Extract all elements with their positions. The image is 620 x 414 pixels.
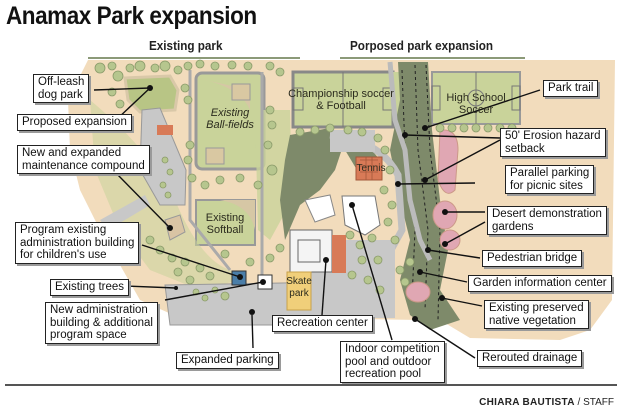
callout-desert-gardens: Desert demonstration gardens: [487, 206, 607, 235]
callout-line: dog park: [38, 88, 83, 101]
leader-lines: [93, 87, 541, 359]
callout-line: Off-leash: [38, 76, 85, 88]
tennis-label: Tennis: [356, 163, 386, 174]
callout-line: New administration: [50, 304, 148, 316]
callout-line: maintenance compound: [22, 159, 145, 172]
callout-line: Indoor competition: [345, 343, 440, 355]
callout-line: administration building: [20, 236, 135, 249]
desert-garden-3: [439, 229, 461, 251]
callout-line: gardens: [492, 220, 534, 233]
native-vegetation-center: [280, 128, 345, 240]
skate-park: [286, 271, 312, 311]
leader-dots: [147, 85, 448, 322]
callout-drainage: Rerouted drainage: [477, 350, 583, 367]
callout-expanded-parking: Expanded parking: [176, 352, 279, 369]
bottom-rule: [5, 384, 617, 386]
existing-trees: [94, 59, 517, 302]
softball-label: Existing Softball: [205, 212, 245, 236]
callout-line: setback: [505, 142, 545, 155]
callout-park-trail: Park trail: [543, 80, 599, 97]
dog-park-area: [123, 74, 180, 114]
credit-role: STAFF: [583, 397, 614, 408]
callout-line: Desert demonstration: [492, 208, 602, 220]
park-road: [387, 61, 433, 262]
callout-garden-info: Garden information center: [468, 275, 612, 292]
admin-existing-building: [164, 214, 186, 241]
callout-line: recreation pool: [345, 368, 422, 380]
callout-line: native vegetation: [489, 314, 576, 327]
high-school-label: High School Soccer: [446, 92, 506, 116]
callout-line: 50' Erosion hazard: [505, 130, 601, 142]
callout-line: Existing preserved: [489, 302, 584, 314]
credit-line: CHIARA BAUTISTA / STAFF: [479, 397, 614, 408]
championship-label: Championship soccer & Football: [288, 88, 394, 112]
callout-pedestrian-bridge: Pedestrian bridge: [482, 250, 583, 267]
callout-pool: Indoor competition pool and outdoor recr…: [340, 341, 445, 383]
tennis-courts: [355, 156, 383, 181]
desert-garden-4: [405, 281, 431, 303]
section-heading-proposed: Porposed park expansion: [350, 38, 494, 53]
callout-line: Program existing: [20, 224, 107, 236]
callout-line: for picnic sites: [510, 179, 583, 192]
callout-line: Parallel parking: [510, 167, 590, 179]
callout-parallel-parking: Parallel parking for picnic sites: [505, 165, 595, 194]
callout-native-veg: Existing preserved native vegetation: [484, 300, 589, 329]
credit-separator: /: [574, 397, 584, 408]
callout-line: for children's use: [20, 249, 107, 261]
callout-proposed-expansion: Proposed expansion: [17, 114, 132, 131]
callout-dog-park: Off-leash dog park: [33, 74, 90, 103]
callout-existing-trees: Existing trees: [50, 279, 130, 296]
ballfields-label: Existing Ball-fields: [206, 107, 254, 131]
callout-recreation-center: Recreation center: [272, 315, 373, 332]
callout-line: New and expanded: [22, 147, 122, 159]
section-heading-existing: Existing park: [149, 38, 223, 53]
callout-admin-existing: Program existing administration building…: [15, 222, 140, 264]
callout-line: building & additional: [50, 316, 153, 329]
callout-admin-new: New administration building & additional…: [45, 302, 158, 344]
callout-maintenance: New and expanded maintenance compound: [17, 145, 150, 174]
credit-name: CHIARA BAUTISTA: [479, 397, 575, 408]
skate-park-label: Skate park: [286, 276, 312, 299]
callout-line: program space: [50, 329, 127, 341]
callout-line: pool and outdoor: [345, 355, 432, 368]
page-title: Anamax Park expansion: [6, 2, 257, 30]
callout-erosion: 50' Erosion hazard setback: [500, 128, 606, 157]
